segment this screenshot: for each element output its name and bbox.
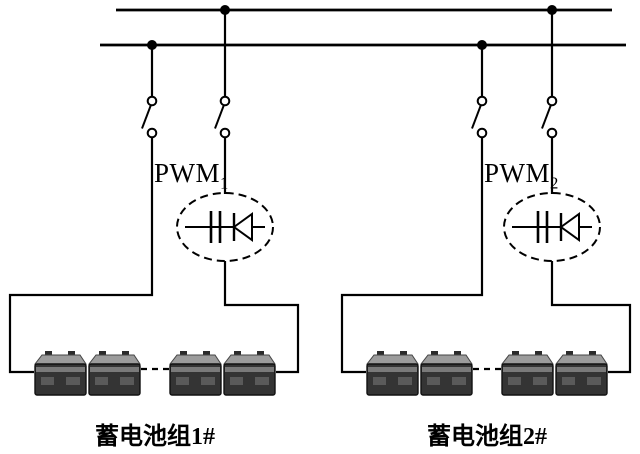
wire [340,136,484,374]
pwm1-label-base: PWM [154,158,221,188]
wire [223,261,300,374]
disconnect-switch-icon [214,95,231,139]
battery-icon [34,350,87,396]
battery-icon [366,350,419,396]
wire [8,136,154,374]
battery-icon [88,350,141,396]
disconnect-switch-icon [541,95,558,139]
battery-icon [223,350,276,396]
battery-icon [555,350,608,396]
diode-icon [559,212,580,242]
diode-icon [232,212,253,242]
pwm-converter-outline [503,192,601,262]
battery-group1-label: 蓄电池组1# [95,424,215,450]
group2-wiring [340,10,632,374]
group1-wiring [8,10,300,374]
battery-icon [169,350,222,396]
pwm2-label-sub: 2 [550,173,559,193]
pwm-converter-outline [176,192,274,262]
battery-icon [501,350,554,396]
battery-group2-label: 蓄电池组2# [427,424,547,450]
disconnect-switch-icon [141,95,158,139]
pwm1-label: PWM1 [154,158,229,193]
pwm2-label-base: PWM [484,158,551,188]
disconnect-switch-icon [471,95,488,139]
battery-icon [420,350,473,396]
pwm2-label: PWM2 [484,158,559,193]
pwm1-label-sub: 1 [220,173,229,193]
wire [550,261,632,374]
